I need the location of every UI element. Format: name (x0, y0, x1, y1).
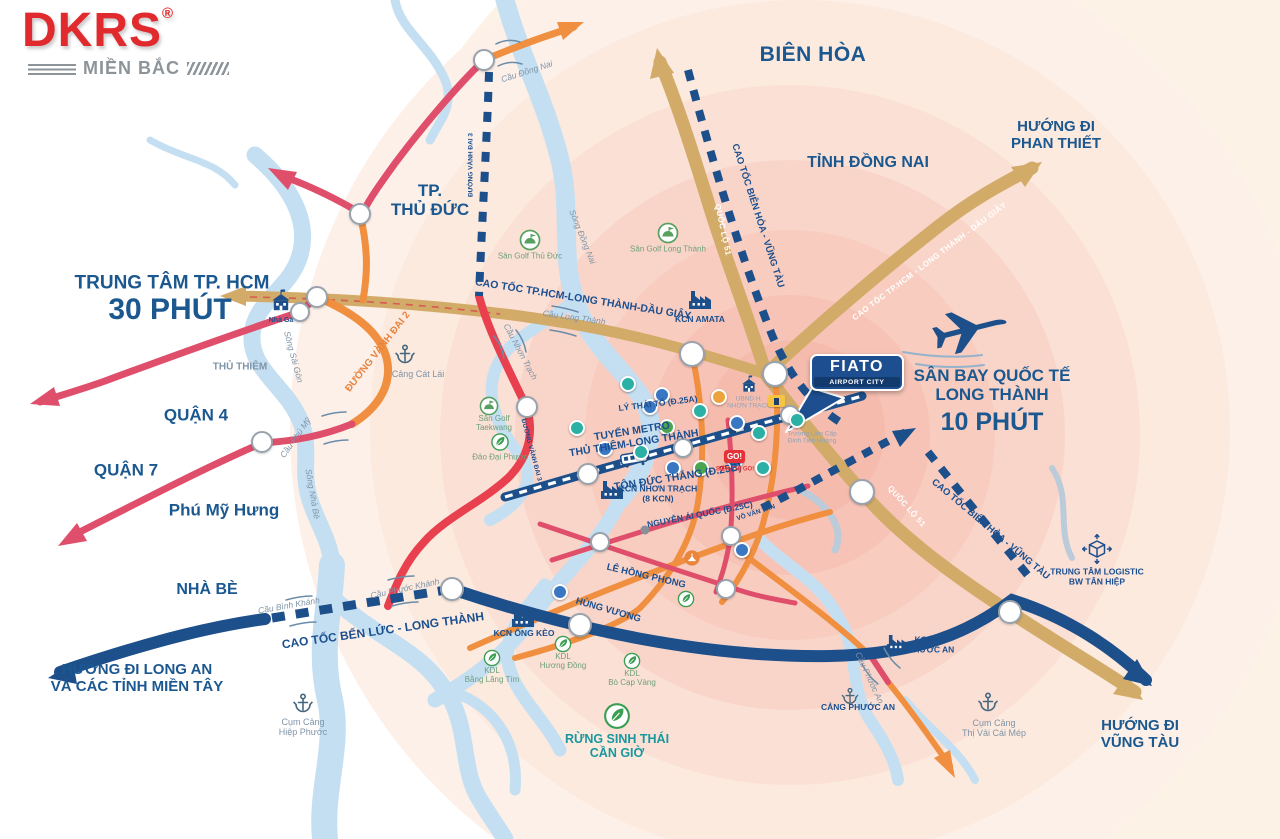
road-junction (440, 577, 464, 601)
tree-icon (483, 649, 501, 667)
hospital-sign (768, 395, 785, 407)
crimson-arrowheads (30, 168, 297, 546)
road-junction (473, 49, 495, 71)
dkrs-region: MIỀN BẮC (83, 58, 180, 78)
dkrs-region-row: MIỀN BẮC (28, 58, 229, 79)
tree-icon (491, 433, 509, 451)
road-junction (251, 431, 273, 453)
box-icon (1081, 533, 1113, 565)
map-pin-icon (693, 460, 709, 476)
plane-icon (929, 300, 1011, 358)
map-pin-icon (789, 412, 805, 428)
road-junction (290, 302, 310, 322)
golf-icon (657, 222, 679, 244)
map-pin-icon (633, 444, 649, 460)
temple-icon (684, 550, 700, 566)
road-junction (762, 361, 788, 387)
fiato-subtitle: AIRPORT CITY (814, 377, 900, 387)
factory-icon (887, 635, 907, 652)
map-pin-icon (552, 584, 568, 600)
anchor-icon (978, 692, 998, 712)
tree-icon (604, 703, 630, 729)
dkrs-brand: DKRS® (22, 4, 175, 57)
factory-icon (512, 609, 534, 627)
road-junction (716, 579, 736, 599)
anchor-icon (841, 687, 859, 704)
logo-stripes-right-icon (187, 62, 229, 75)
anchor-icon (395, 344, 415, 364)
map-pin-icon (620, 376, 636, 392)
road-junction (590, 532, 610, 552)
road-junction (679, 341, 705, 367)
map-pin-icon (569, 420, 585, 436)
map-pin-icon (654, 387, 670, 403)
map-pin-icon (665, 460, 681, 476)
road-junction (306, 286, 328, 308)
road-junction (673, 438, 693, 458)
tree-icon (677, 590, 695, 608)
tree-icon (623, 652, 641, 670)
map-pin-icon (729, 415, 745, 431)
map-pin-icon (734, 542, 750, 558)
registered-mark: ® (162, 5, 175, 22)
map-pin-icon (711, 389, 727, 405)
map-pin-icon (692, 403, 708, 419)
road-junction (577, 463, 599, 485)
interchange-dot (640, 525, 650, 535)
fiato-name: FIATO (829, 358, 884, 375)
map-pin-icon (597, 441, 613, 457)
anchor-icon (293, 693, 313, 713)
factory-icon (601, 481, 623, 499)
golf-icon (479, 396, 499, 416)
tan-arrowheads (220, 48, 1143, 700)
road-junction (349, 203, 371, 225)
logo-stripes-left-icon (28, 62, 76, 75)
bridge-marks (285, 39, 901, 685)
golf-icon (519, 229, 541, 251)
map-pin-icon (659, 419, 675, 435)
map-pin-icon (751, 425, 767, 441)
bld-icon (271, 288, 291, 311)
red-ring-road (384, 292, 534, 610)
road-junction (849, 479, 875, 505)
fiato-airport-city-badge: FIATO AIRPORT CITY (810, 354, 904, 391)
road-junction (568, 613, 592, 637)
road-junction (516, 396, 538, 418)
go-supermarket-sign: GO! (724, 450, 745, 463)
map-pin-icon (642, 399, 658, 415)
map-pin-icon (755, 460, 771, 476)
factory-icon (689, 291, 711, 309)
tree-icon (554, 635, 572, 653)
navy-arrowheads (48, 428, 1152, 686)
orange-arrowheads (557, 22, 955, 778)
plane-contrails (902, 351, 985, 369)
road-junction (998, 600, 1022, 624)
road-junction (721, 526, 741, 546)
dkrs-logo: DKRS® MIỀN BẮC (22, 6, 229, 79)
bld-icon (741, 375, 757, 393)
